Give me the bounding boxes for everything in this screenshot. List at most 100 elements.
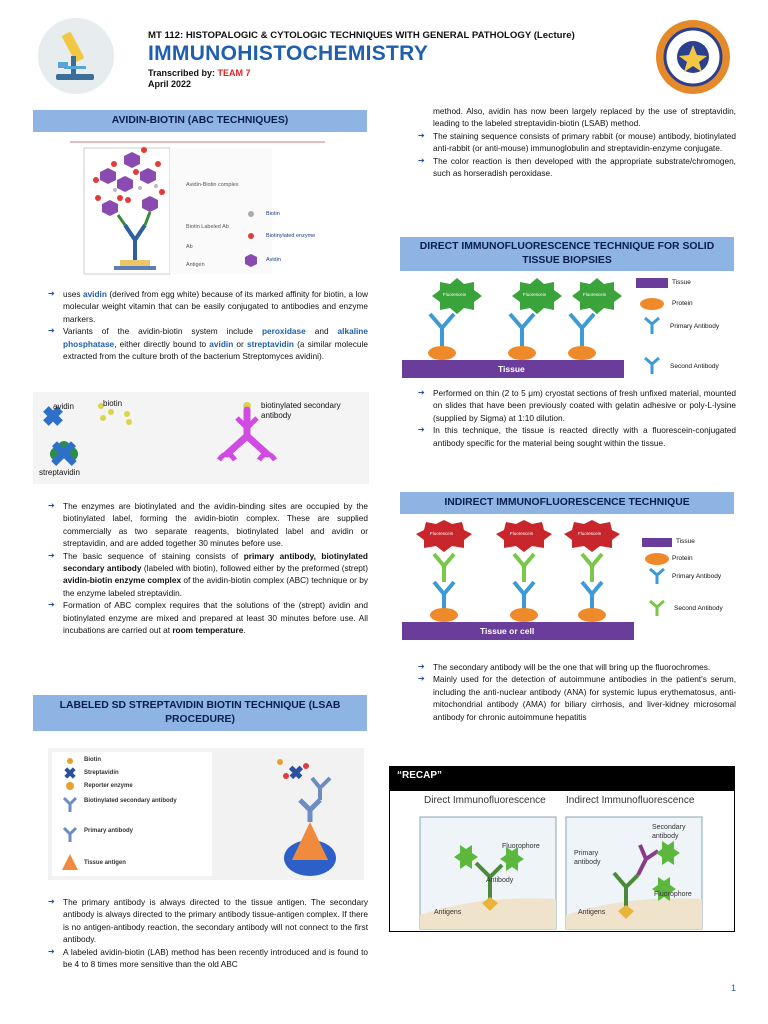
avidin-streptavidin-figure: avidin biotin streptavidin biotinylated … [33, 392, 369, 484]
section-heading-direct: DIRECT IMMUNOFLUORESCENCE TECHNIQUE FOR … [400, 237, 734, 271]
text-run: (labeled with biotin), followed either b… [141, 563, 368, 574]
fig5-label-primary: Primary Antibody [672, 573, 722, 580]
fig1-label-enzyme: Biotinylated enzyme [266, 233, 316, 239]
fig3-label-antigen: Tissue antigen [84, 860, 126, 866]
fig2-label-streptavidin: streptavidin [39, 468, 80, 477]
term-avidin: avidin [209, 338, 234, 349]
section-heading-indirect: INDIRECT IMMUNOFLUORESCENCE TECHNIQUE [400, 492, 734, 514]
text-run: The enzymes are biotinylated and the avi… [63, 501, 368, 549]
recap-label-fluorophore-indirect: Fluorophore [654, 891, 692, 898]
text-run: Formation of ABC complex requires that t… [63, 600, 368, 636]
section-heading-abc: AVIDIN-BIOTIN (ABC TECHNIQUES) [33, 110, 367, 132]
term-avidin: avidin [82, 289, 107, 299]
fig5-label-protein: Protein [672, 555, 693, 562]
direct-bullets: Performed on thin (2 to 5 μm) cryostat s… [416, 387, 736, 449]
section-heading-abc-text: AVIDIN-BIOTIN (ABC TECHNIQUES) [111, 115, 289, 127]
list-item-continuation: method. Also, avidin has now been largel… [433, 106, 736, 129]
recap-indirect-title: Indirect Immunofluorescence [566, 795, 695, 806]
fig5-label-tissue: Tissue [676, 538, 695, 545]
section-heading-indirect-text: INDIRECT IMMUNOFLUORESCENCE TECHNIQUE [444, 497, 690, 509]
lsab-continuation: method. Also, avidin has now been largel… [416, 105, 736, 179]
fig4-tissue-bar-label: Tissue [498, 364, 525, 374]
transcribed-by: Transcribed by: TEAM 7 [148, 68, 251, 78]
fig2-label-secondary: biotinylated secondary antibody [261, 401, 341, 420]
recap-label-fluorophore-direct: Fluorophore [502, 843, 540, 850]
avidin-biotin-complex-figure: Avidin-Biotin complex Biotin Labeled Ab … [70, 140, 340, 280]
fig3-label-primary: Primary antibody [84, 828, 134, 834]
list-item: A labeled avidin-biotin (LAB) method has… [46, 946, 368, 971]
recap-heading: “RECAP” [389, 766, 735, 790]
list-item: The enzymes are biotinylated and the avi… [46, 500, 368, 550]
fig3-label-streptavidin: Streptavidin [84, 770, 119, 776]
list-item: Mainly used for the detection of autoimm… [416, 673, 736, 723]
page-number: 1 [730, 983, 736, 993]
lsab-figure: Biotin Streptavidin Reporter enzyme Biot… [48, 748, 364, 880]
direct-if-figure: Fluorescein Fluorescein Fluorescein Tiss… [402, 276, 736, 380]
recap-label-secondary: Secondary antibody [652, 824, 686, 840]
text-run: Variants of the avidin-biotin system inc… [63, 326, 262, 337]
recap-label-antigens-direct: Antigens [434, 909, 462, 916]
text-run: of the avidin-biotin complex (ABC) techn… [63, 575, 368, 598]
list-item: The basic sequence of staining consists … [46, 550, 368, 600]
abc-bullets-2: The enzymes are biotinylated and the avi… [46, 500, 368, 636]
bold-run: room temperature [172, 625, 244, 636]
section-heading-direct-text: DIRECT IMMUNOFLUORESCENCE TECHNIQUE FOR … [419, 241, 715, 266]
bold-run: avidin-biotin enzyme complex [63, 575, 182, 586]
list-item: The color reaction is then developed wit… [416, 155, 736, 180]
text-run: . [243, 625, 246, 636]
recap-label-primary: Primary antibody [574, 850, 601, 866]
list-item: In this technique, the tissue is reacted… [416, 424, 736, 449]
fig1-label-biotin: Biotin [266, 211, 280, 217]
date: April 2022 [148, 79, 192, 89]
recap-label-antigens-indirect: Antigens [578, 909, 606, 916]
fig4-fluorescein-1: Fluorescein [443, 292, 467, 297]
university-seal [654, 18, 732, 96]
term-peroxidase: peroxidase [261, 326, 306, 337]
recap-figure: Direct Immunofluorescence Indirect Immun… [389, 790, 735, 932]
fig3-label-reporter: Reporter enzyme [84, 783, 133, 789]
fig4-label-primary: Primary Antibody [670, 323, 720, 330]
fig1-label-complex: Avidin-Biotin complex [186, 182, 239, 188]
fig5-fluorescein-2: Fluorescein [510, 531, 534, 536]
list-item: The secondary antibody will be the one t… [416, 661, 736, 674]
text-run: , either directly bound to [114, 338, 210, 349]
fig4-fluorescein-2: Fluorescein [523, 292, 547, 297]
fig3-label-biotin: Biotin [84, 757, 101, 763]
transcribed-label: Transcribed by: [148, 68, 216, 78]
fig5-label-secondary: Second Antibody [674, 605, 723, 612]
list-item: The primary antibody is always directed … [46, 896, 368, 946]
fig5-fluorescein-3: Fluorescein [578, 531, 602, 536]
list-item: Formation of ABC complex requires that t… [46, 599, 368, 636]
lsab-bullets: The primary antibody is always directed … [46, 896, 368, 970]
course-title: MT 112: HISTOPALOGIC & CYTOLOGIC TECHNIQ… [148, 30, 575, 41]
abc-bullets-1: uses avidin (derived from egg white) bec… [46, 288, 368, 362]
section-heading-lsab: LABELED SD STREPTAVIDIN BIOTIN TECHNIQUE… [33, 695, 367, 731]
recap-heading-text: “RECAP” [397, 770, 443, 781]
list-item: The staining sequence consists of primar… [416, 130, 736, 155]
fig2-label-biotin: biotin [103, 399, 123, 408]
fig1-label-avidin: Avidin [266, 257, 281, 263]
text-run: or [233, 338, 247, 349]
text-run: The basic sequence of staining consists … [63, 550, 244, 561]
text-run: uses [63, 289, 83, 299]
recap-direct-title: Direct Immunofluorescence [424, 795, 546, 806]
list-item: uses avidin (derived from egg white) bec… [46, 288, 368, 325]
list-item: Variants of the avidin-biotin system inc… [46, 325, 368, 362]
list-item: Performed on thin (2 to 5 μm) cryostat s… [416, 387, 736, 424]
fig1-label-antigen: Antigen [186, 262, 205, 268]
text-run: (a similar molecule extracted from the c… [63, 338, 368, 362]
recap-label-antibody: Antibody [486, 877, 514, 884]
fig1-label-ab: Ab [186, 244, 193, 250]
fig4-fluorescein-3: Fluorescein [583, 292, 607, 297]
text-run: (derived from egg white) because of its … [63, 289, 368, 324]
indirect-if-figure: Fluorescein Fluorescein Fluorescein Tiss… [402, 518, 736, 644]
term-streptavidin: streptavidin [246, 338, 294, 349]
fig3-label-secondary: Biotinylated secondary antibody [84, 798, 177, 804]
page-title: IMMUNOHISTOCHEMISTRY [148, 42, 429, 65]
text-run: and [305, 326, 338, 337]
bold-run: primary antibody, biotinylated secondary… [63, 550, 368, 574]
fig5-fluorescein-1: Fluorescein [430, 531, 454, 536]
indirect-bullets: The secondary antibody will be the one t… [416, 661, 736, 723]
fig4-label-secondary: Second Antibody [670, 363, 719, 370]
fig4-label-tissue: Tissue [672, 279, 691, 286]
